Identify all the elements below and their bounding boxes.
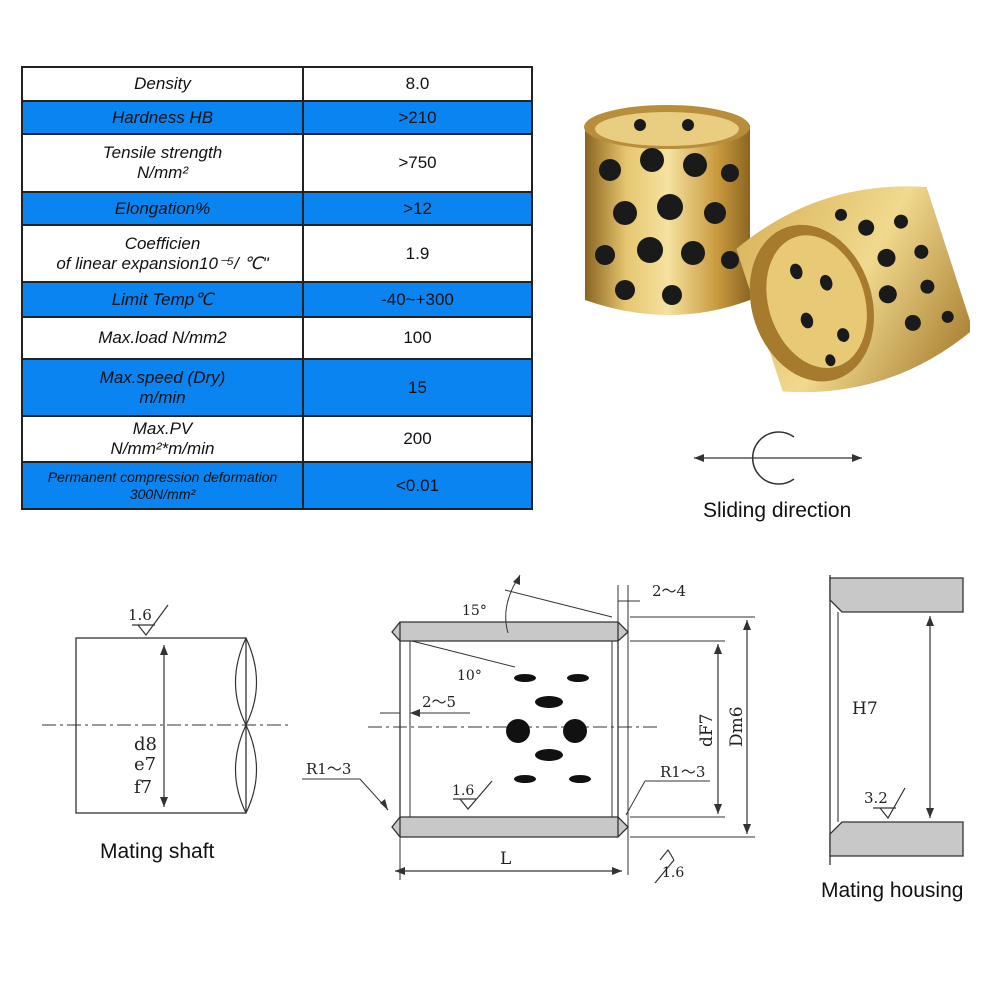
property-value: 200: [302, 415, 533, 463]
property-value: 15: [302, 358, 533, 417]
property-value: 100: [302, 316, 533, 360]
table-row: Max.speed (Dry)m/min 15: [21, 358, 533, 417]
property-label: Max.load N/mm2: [21, 316, 304, 360]
bushing-section-drawing: dF7 Dm6 2～4 15° 10° 2～5 R1～3 R1～3 1.6 1.…: [302, 574, 755, 884]
angle-outer-label: 15°: [462, 603, 487, 619]
mating-shaft-caption: Mating shaft: [100, 840, 215, 863]
table-row: Hardness HB >210: [21, 100, 533, 135]
property-label: Density: [21, 66, 304, 102]
property-label: Elongation%: [21, 191, 304, 226]
table-row: Density 8.0: [21, 66, 533, 102]
housing-tolerance-label: H7: [852, 699, 878, 719]
length-label: L: [500, 849, 511, 869]
shaft-tolerance-label: e7: [134, 754, 156, 775]
sliding-direction-icon: [694, 431, 862, 485]
sliding-direction-caption: Sliding direction: [703, 499, 852, 522]
shaft-tolerance-label: d8: [134, 734, 157, 755]
groove-offset-label: 2～5: [422, 693, 456, 711]
mating-shaft-drawing: 1.6 d8 e7 f7: [42, 604, 290, 814]
property-value: >750: [302, 133, 533, 193]
outer-roughness-label: 1.6: [662, 865, 684, 881]
chamfer-width-label: 2～4: [652, 582, 686, 600]
property-label: Hardness HB: [21, 100, 304, 135]
radius-left-label: R1～3: [306, 760, 351, 778]
property-value: >12: [302, 191, 533, 226]
table-row: Elongation% >12: [21, 191, 533, 226]
shaft-roughness-label: 1.6: [128, 606, 152, 624]
property-value: -40~+300: [302, 281, 533, 318]
bronze-bushing-illustration: [584, 105, 970, 393]
inner-diameter-label: dF7: [697, 714, 717, 748]
outer-diameter-label: Dm6: [727, 706, 747, 747]
property-label: Max.speed (Dry)m/min: [21, 358, 304, 417]
table-row: Max.load N/mm2 100: [21, 316, 533, 360]
mating-housing-drawing: 3.2 H7: [829, 575, 964, 865]
property-value: 1.9: [302, 224, 533, 283]
property-label: Limit Temp℃: [21, 281, 304, 318]
inner-roughness-label: 1.6: [452, 783, 474, 799]
radius-right-label: R1～3: [660, 763, 705, 781]
table-row: Limit Temp℃ -40~+300: [21, 281, 533, 318]
property-value: 8.0: [302, 66, 533, 102]
properties-table: Density 8.0 Hardness HB >210 Tensile str…: [21, 66, 533, 510]
shaft-tolerance-label: f7: [134, 777, 152, 798]
mating-housing-caption: Mating housing: [821, 879, 964, 902]
housing-roughness-label: 3.2: [864, 789, 888, 807]
angle-inner-label: 10°: [457, 668, 482, 684]
property-value: <0.01: [302, 461, 533, 510]
property-value: >210: [302, 100, 533, 135]
